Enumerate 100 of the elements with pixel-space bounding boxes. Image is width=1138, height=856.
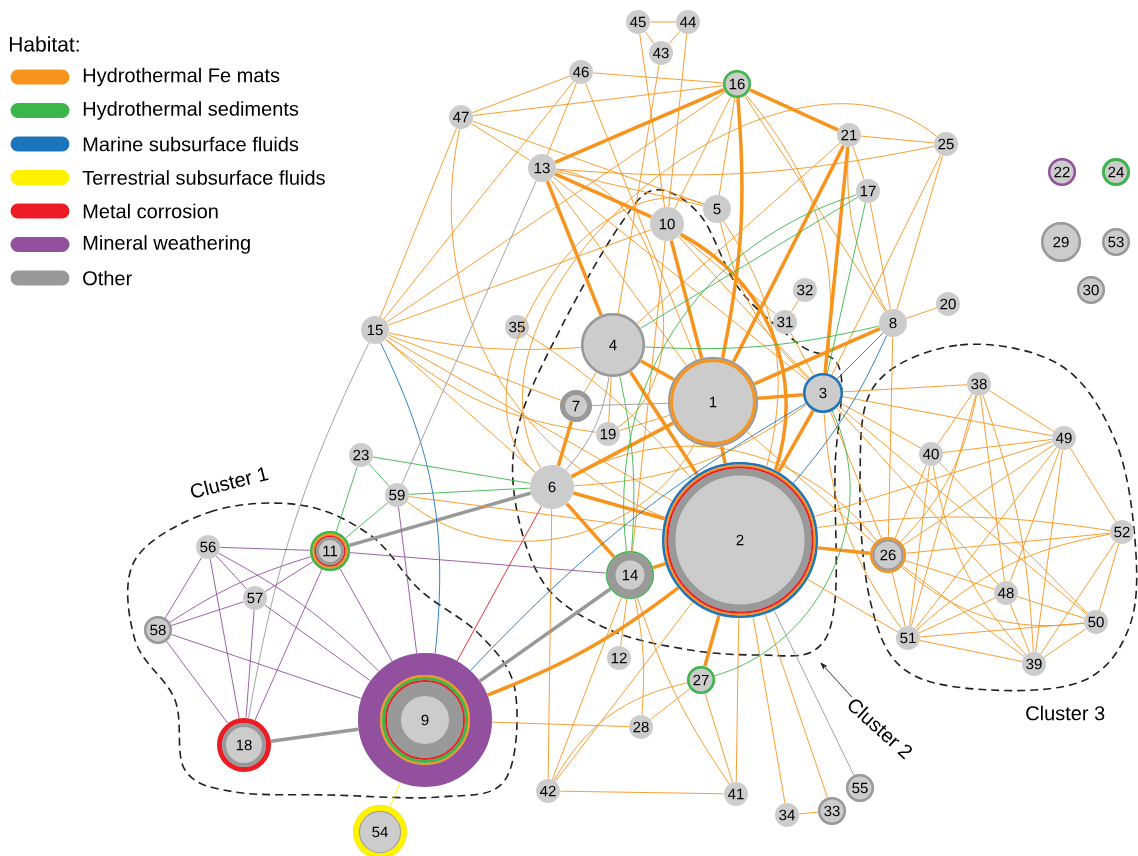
network-node: 33 <box>818 797 846 825</box>
network-edge <box>386 336 673 502</box>
network-node: 1 <box>668 357 758 447</box>
network-edge <box>592 72 724 84</box>
network-edge <box>980 395 1005 582</box>
legend-label: Marine subsurface fluids <box>83 136 299 152</box>
network-node: 48 <box>994 581 1018 605</box>
network-edge <box>349 552 607 574</box>
network-node: 43 <box>649 41 673 65</box>
network-edge <box>937 393 973 445</box>
network-edge <box>719 446 727 464</box>
network-node: 20 <box>936 292 960 316</box>
network-edge <box>470 123 531 161</box>
network-edge <box>368 463 390 487</box>
network-node: 4 <box>581 313 645 377</box>
network-edge <box>526 333 692 480</box>
network-node: 14 <box>606 551 654 599</box>
cluster-label: Cluster 3 <box>1026 705 1105 721</box>
network-node: 7 <box>560 390 592 422</box>
network-edge <box>1017 596 1085 619</box>
network-edge <box>383 81 574 320</box>
network-edge <box>753 327 881 386</box>
network-edge <box>456 506 542 662</box>
network-edge <box>270 727 359 743</box>
network-node: 38 <box>967 372 991 396</box>
network-edge <box>619 414 671 431</box>
network-node: 13 <box>528 154 556 182</box>
network-edge <box>905 532 1111 554</box>
network-edge <box>523 103 937 469</box>
network-edge <box>644 325 880 350</box>
network-node: 11 <box>310 531 350 571</box>
network-edge <box>1035 449 1063 653</box>
network-edge <box>554 88 725 164</box>
network-edge <box>918 597 996 634</box>
network-edge <box>387 334 562 401</box>
network-node: 32 <box>793 278 817 302</box>
network-edge <box>807 578 898 633</box>
network-node: 45 <box>626 10 650 34</box>
network-edge <box>704 693 733 783</box>
network-edge <box>629 371 699 476</box>
network-edge <box>757 392 803 401</box>
network-edge <box>791 299 799 313</box>
network-edge <box>491 721 630 728</box>
network-node: 29 <box>1041 222 1081 262</box>
network-edge <box>372 456 531 484</box>
network-edge <box>909 465 930 627</box>
network-node: 44 <box>676 10 700 34</box>
network-edge <box>245 609 255 719</box>
network-edge <box>919 622 1085 638</box>
network-edge <box>650 688 691 720</box>
network-edge <box>583 372 597 393</box>
cluster-label: Habitat: <box>9 36 79 52</box>
network-edge <box>1043 628 1087 658</box>
network-edge <box>408 487 531 495</box>
network-node: 22 <box>1048 158 1076 186</box>
network-node: 25 <box>934 132 958 156</box>
network-edge <box>164 556 203 619</box>
network-edge <box>571 445 878 542</box>
network-edge <box>472 120 705 205</box>
network-edge <box>826 202 866 374</box>
network-node: 18 <box>217 718 271 772</box>
network-edge <box>798 811 819 815</box>
network-node: 57 <box>243 586 267 610</box>
network-edge <box>669 240 704 359</box>
network-edge <box>720 98 744 359</box>
network-edge <box>639 33 665 208</box>
network-edge <box>401 180 537 485</box>
network-edge <box>555 169 664 428</box>
network-edge <box>556 421 574 467</box>
network-edge <box>919 640 1023 662</box>
network-edge <box>847 146 887 312</box>
network-node: 59 <box>385 483 409 507</box>
network-edge <box>668 33 688 208</box>
network-edge <box>817 546 871 555</box>
network-edge <box>546 82 577 156</box>
network-edge <box>1009 448 1061 582</box>
network-edge <box>547 508 553 780</box>
network-node: 39 <box>1022 652 1046 676</box>
network-edge <box>1010 603 1030 654</box>
network-edge <box>380 342 441 654</box>
network-edge <box>773 609 855 776</box>
network-edge <box>703 614 721 667</box>
legend-label: Other <box>83 270 132 286</box>
network-edge <box>719 222 809 380</box>
network-node: 31 <box>773 310 797 334</box>
network-edge <box>218 552 380 672</box>
network-node: 21 <box>837 123 861 147</box>
network-edge <box>831 154 942 376</box>
network-node: 34 <box>775 803 799 827</box>
network-node: 5 <box>703 195 731 223</box>
network-edge <box>398 506 418 654</box>
network-edge <box>389 781 401 808</box>
network-node: 3 <box>803 373 843 413</box>
network-node: 35 <box>505 315 529 339</box>
network-node: 51 <box>896 626 920 650</box>
network-edge <box>573 404 807 487</box>
network-node: 16 <box>723 70 751 98</box>
network-edge <box>348 491 532 548</box>
network-edge <box>649 21 677 23</box>
network-node: 54 <box>353 805 407 856</box>
